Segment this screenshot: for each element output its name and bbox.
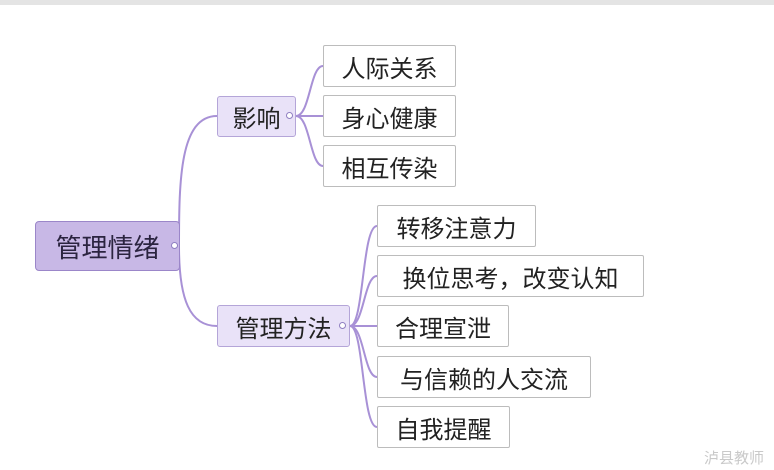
branch-node-methods[interactable]: 管理方法: [217, 305, 350, 347]
leaf-node-contagion[interactable]: 相互传染: [323, 145, 456, 187]
leaf-node-label: 转移注意力: [396, 214, 517, 243]
leaf-node-label: 换位思考，改变认知: [402, 264, 619, 293]
leaf-node-label: 人际关系: [341, 54, 438, 83]
leaf-node-empathy[interactable]: 换位思考，改变认知: [377, 255, 644, 297]
collapse-dot-icon[interactable]: [286, 112, 293, 119]
branch-node-label: 管理方法: [235, 314, 332, 343]
leaf-node-label: 自我提醒: [395, 415, 492, 444]
connector-methods-to-empathy: [349, 275, 378, 327]
connector-influence-to-relations: [295, 65, 324, 117]
collapse-dot-icon[interactable]: [171, 242, 178, 249]
root-node[interactable]: 管理情绪: [35, 221, 180, 271]
leaf-node-relations[interactable]: 人际关系: [323, 45, 456, 87]
connector-root-to-influence: [178, 115, 218, 247]
leaf-node-venting[interactable]: 合理宣泄: [377, 305, 509, 347]
leaf-node-label: 身心健康: [341, 104, 438, 133]
leaf-node-label: 相互传染: [341, 154, 438, 183]
branch-node-influence[interactable]: 影响: [217, 96, 296, 137]
watermark: 泸县教师: [704, 449, 765, 467]
connector-methods-to-communication: [349, 325, 378, 378]
connector-root-to-methods: [178, 245, 218, 327]
leaf-node-label: 与信赖的人交流: [400, 365, 568, 394]
leaf-node-communication[interactable]: 与信赖的人交流: [377, 356, 591, 398]
leaf-node-health[interactable]: 身心健康: [323, 95, 456, 137]
leaf-node-reminder[interactable]: 自我提醒: [377, 406, 510, 448]
connector-influence-to-contagion: [295, 115, 324, 167]
leaf-node-label: 合理宣泄: [395, 314, 491, 343]
connector-methods-to-distraction: [349, 225, 378, 327]
top-bar: [0, 0, 774, 5]
leaf-node-distraction[interactable]: 转移注意力: [377, 205, 536, 247]
connector-methods-to-reminder: [349, 325, 378, 428]
root-node-label: 管理情绪: [55, 233, 160, 264]
collapse-dot-icon[interactable]: [339, 322, 346, 329]
branch-node-label: 影响: [232, 105, 281, 133]
